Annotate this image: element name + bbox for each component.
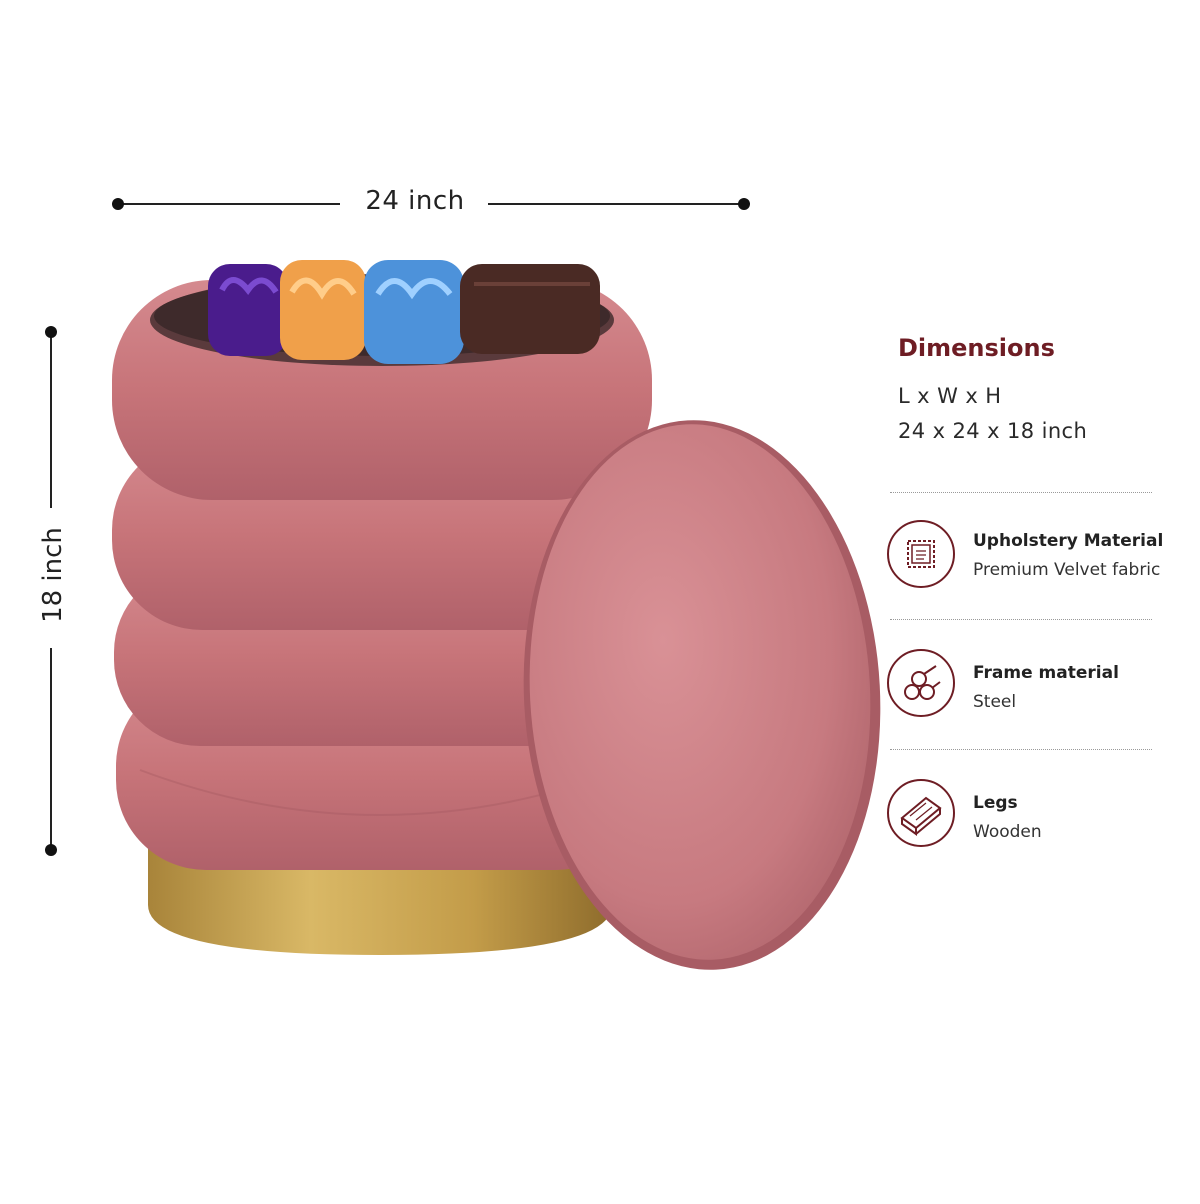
wood-plank-icon <box>887 779 955 847</box>
feature-value-legs: Wooden <box>973 822 1042 842</box>
divider <box>890 492 1152 493</box>
towels <box>208 260 600 364</box>
height-dimension-line <box>45 326 57 856</box>
width-dimension-line <box>112 198 750 210</box>
dimensions-title: Dimensions <box>898 334 1055 362</box>
steel-pipes-icon <box>887 649 955 717</box>
feature-title-upholstery: Upholstery Material <box>973 531 1164 551</box>
height-label: 18 inch <box>38 527 68 623</box>
feature-title-legs: Legs <box>973 793 1018 813</box>
width-label: 24 inch <box>365 186 465 216</box>
feature-value-frame: Steel <box>973 692 1017 712</box>
fabric-swatch-icon <box>887 520 955 588</box>
ottoman-lid <box>523 420 881 970</box>
divider <box>890 619 1152 620</box>
dimensions-size: 24 x 24 x 18 inch <box>898 419 1088 443</box>
feature-value-upholstery: Premium Velvet fabric <box>973 560 1161 580</box>
dimensions-axes: L x W x H <box>898 384 1002 408</box>
divider <box>890 749 1152 750</box>
feature-title-frame: Frame material <box>973 663 1119 683</box>
